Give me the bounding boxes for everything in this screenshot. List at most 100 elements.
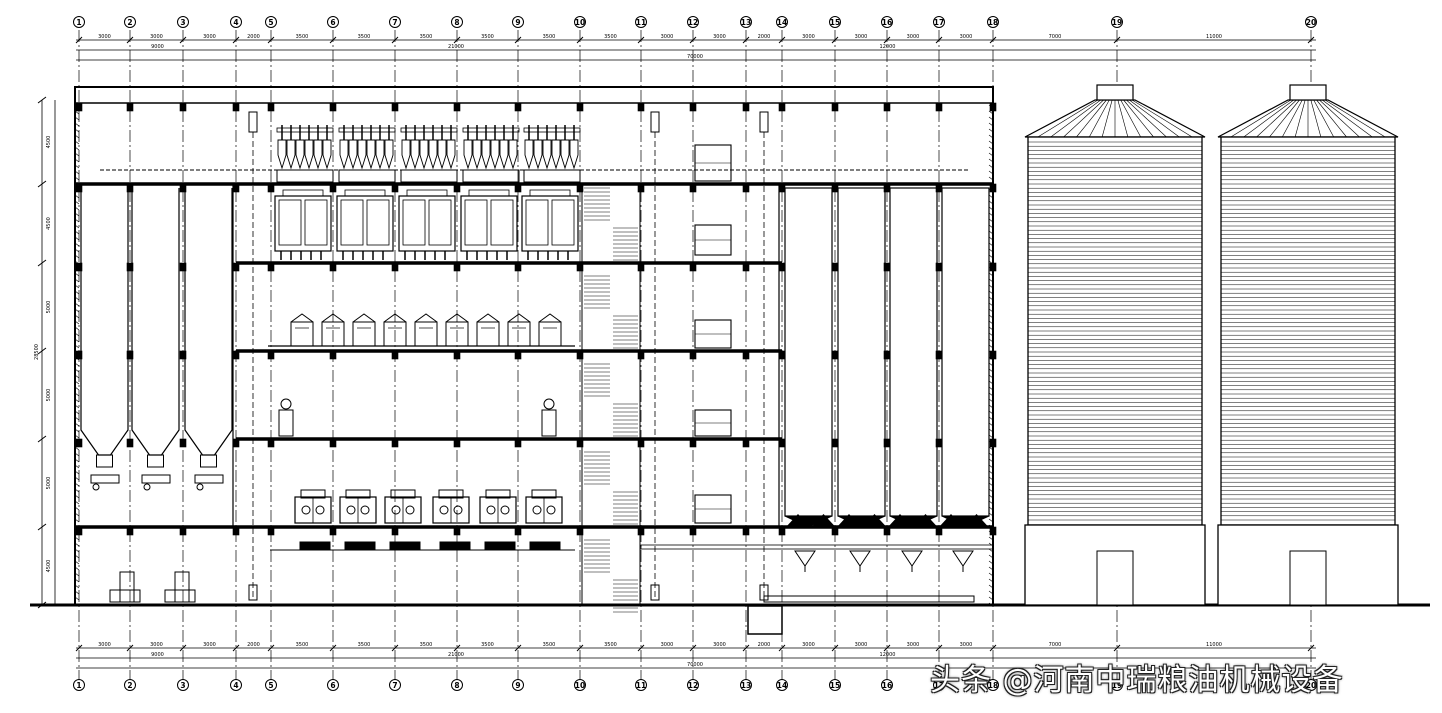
column-head: [742, 438, 750, 448]
wall-hatch: [988, 128, 994, 133]
column-head: [576, 438, 584, 448]
grid-axis-label: 18: [988, 18, 998, 27]
column-head: [329, 102, 337, 112]
grid-axis-label: 15: [830, 681, 840, 690]
bin-conveyor: [90, 474, 120, 484]
column-head: [689, 526, 697, 536]
column-head: [778, 526, 786, 536]
grid-axis-label: 14: [777, 681, 787, 690]
column-head: [576, 183, 584, 193]
wall-hatch: [988, 584, 994, 589]
wall-hatch: [988, 386, 994, 391]
sifter-base: [462, 169, 520, 183]
purifier: [538, 321, 562, 347]
cyclone: [524, 139, 534, 170]
grid-bubble: [177, 16, 189, 28]
grid-axis-label: 10: [575, 681, 585, 690]
cyclone: [384, 139, 394, 170]
column-head: [831, 438, 839, 448]
column-head: [329, 438, 337, 448]
column-head: [742, 262, 750, 272]
dimension-text: 4500: [46, 136, 52, 149]
dimension-text: 3500: [481, 642, 494, 648]
wall-hatch: [988, 224, 994, 229]
column-head: [232, 262, 240, 272]
purifier-top: [507, 313, 531, 323]
column-head: [514, 102, 522, 112]
column-head: [637, 262, 645, 272]
grid-bubble: [327, 679, 339, 691]
cyclone: [463, 139, 473, 170]
silo-top-hatch: [1096, 84, 1134, 101]
dimension-text: 3000: [98, 642, 111, 648]
storage-bin: [80, 188, 129, 456]
column-head: [126, 350, 134, 360]
grid-axis-label: 6: [330, 18, 335, 27]
wall-hatch: [988, 542, 994, 547]
elevator-head: [759, 111, 769, 133]
grid-axis-label: 1: [76, 18, 81, 27]
grid-bubble: [1305, 16, 1317, 28]
wall-hatch: [74, 152, 80, 157]
grid-bubble: [687, 16, 699, 28]
dimension-text: 9000: [151, 652, 164, 658]
wall-hatch: [74, 338, 80, 343]
packing-scale: [174, 571, 190, 603]
wall-hatch: [988, 578, 994, 583]
dimension-text: 3000: [203, 642, 216, 648]
ground-hopper: [794, 550, 816, 567]
cyclone: [490, 139, 500, 170]
wall-hatch: [988, 320, 994, 325]
grid-axis-label: 12: [688, 18, 698, 27]
grid-bubble: [574, 16, 586, 28]
column-head: [267, 102, 275, 112]
screw-conveyor: [484, 541, 516, 550]
dimension-text: 5000: [46, 477, 52, 490]
wall-hatch: [74, 476, 80, 481]
bin-outlet: [939, 514, 963, 527]
wall-hatch: [74, 578, 80, 583]
bin-feeder: [96, 454, 113, 468]
wall-hatch: [74, 392, 80, 397]
wall-hatch: [74, 446, 80, 451]
dimension-tick: [831, 644, 839, 652]
column-head: [126, 526, 134, 536]
column-head: [75, 350, 83, 360]
column-head: [391, 350, 399, 360]
column-head: [329, 526, 337, 536]
column-head: [75, 262, 83, 272]
cyclone: [295, 139, 305, 170]
grid-bubble: [776, 16, 788, 28]
wall-hatch: [74, 116, 80, 121]
wall-hatch: [988, 158, 994, 163]
wall-hatch: [988, 248, 994, 253]
dimension-tick: [1307, 644, 1315, 652]
ground-hopper: [849, 550, 871, 567]
dimension-text: 5000: [46, 301, 52, 314]
bin-outlet: [913, 514, 938, 527]
dimension-text: 3500: [358, 642, 371, 648]
roof-slab: [74, 86, 994, 104]
column-head: [329, 183, 337, 193]
wall-hatch: [988, 134, 994, 139]
wall-hatch: [74, 110, 80, 115]
wall-hatch: [74, 134, 80, 139]
dimension-text: 2000: [758, 642, 771, 648]
tempering-bin: [889, 187, 938, 517]
wall-hatch: [74, 386, 80, 391]
grid-axis-label: 12: [688, 681, 698, 690]
dimension-text: 11000: [1206, 34, 1222, 40]
tempering-bin: [784, 187, 833, 517]
column-head: [453, 262, 461, 272]
column-head: [935, 526, 943, 536]
wall-hatch: [988, 116, 994, 121]
wall-hatch: [74, 518, 80, 523]
column-head: [329, 262, 337, 272]
sifter-base: [523, 169, 581, 183]
wall-hatch: [74, 572, 80, 577]
wall-hatch: [988, 296, 994, 301]
cyclone: [357, 139, 367, 170]
dimension-tick: [391, 644, 399, 652]
dimension-text: 3500: [296, 34, 309, 40]
column-head: [391, 438, 399, 448]
